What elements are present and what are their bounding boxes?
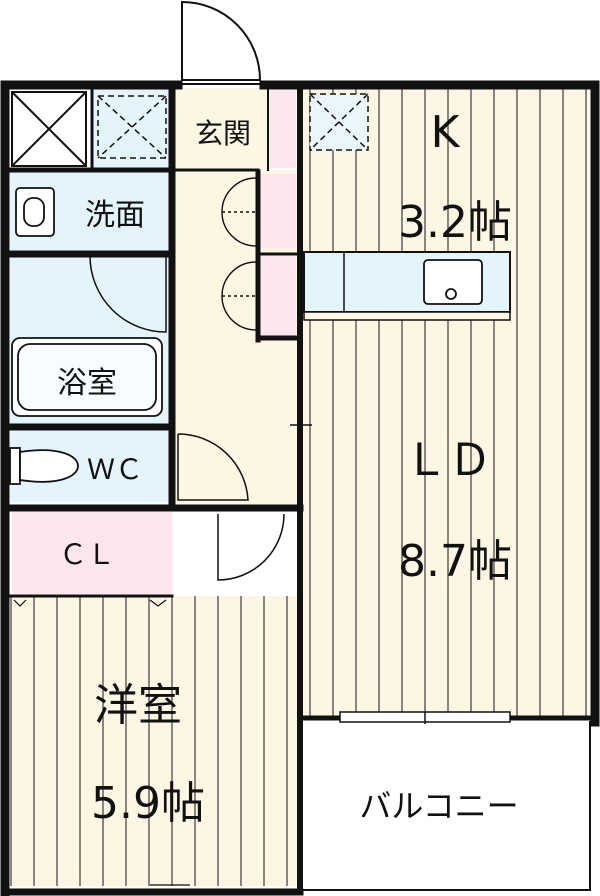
bath-label: 浴室 (57, 366, 117, 401)
western-room-name-label: 洋室 (94, 680, 182, 731)
storage-x-icon (97, 95, 167, 159)
washroom-door-icon (89, 255, 167, 333)
toilet-icon (9, 447, 79, 485)
closet-label: ＣＬ (59, 538, 115, 571)
bathtub-icon (11, 337, 163, 417)
ld-door-marks (290, 420, 312, 432)
entrance-label: 玄関 (195, 117, 251, 150)
vent-x-icon (309, 93, 369, 151)
hall-closet-door-icons (221, 177, 257, 331)
balcony-label: バルコニー (359, 787, 518, 825)
western-room-size-label: 5.9帖 (91, 778, 205, 829)
toilet-label: ＷＣ (87, 453, 143, 486)
ld-floor (302, 340, 590, 718)
western-room-floor (10, 596, 298, 886)
hall-closet-lower (258, 256, 296, 336)
kitchen-name-label: K (431, 107, 461, 158)
entrance-shoe-closet (270, 90, 296, 168)
toilet-door-icon (177, 433, 249, 501)
washroom-label: 洗面 (85, 198, 145, 233)
ld-size-label: 8.7帖 (398, 536, 512, 587)
window-x-icon (11, 91, 87, 167)
balcony-floor (304, 720, 586, 888)
ld-name-label: ＬＤ (404, 435, 492, 486)
walls (0, 80, 600, 896)
closet-door-icons (13, 599, 167, 607)
hall-closet-upper (258, 174, 296, 248)
storage-floor (92, 88, 172, 168)
kitchen-sink-icon (423, 259, 483, 305)
sink-icon (15, 187, 55, 237)
western-room-door-icon (217, 513, 285, 581)
entrance-floor (175, 88, 270, 168)
closet-floor (12, 512, 172, 594)
kitchen-size-label: 3.2帖 (398, 197, 512, 248)
door-swing-icon (181, 0, 262, 81)
